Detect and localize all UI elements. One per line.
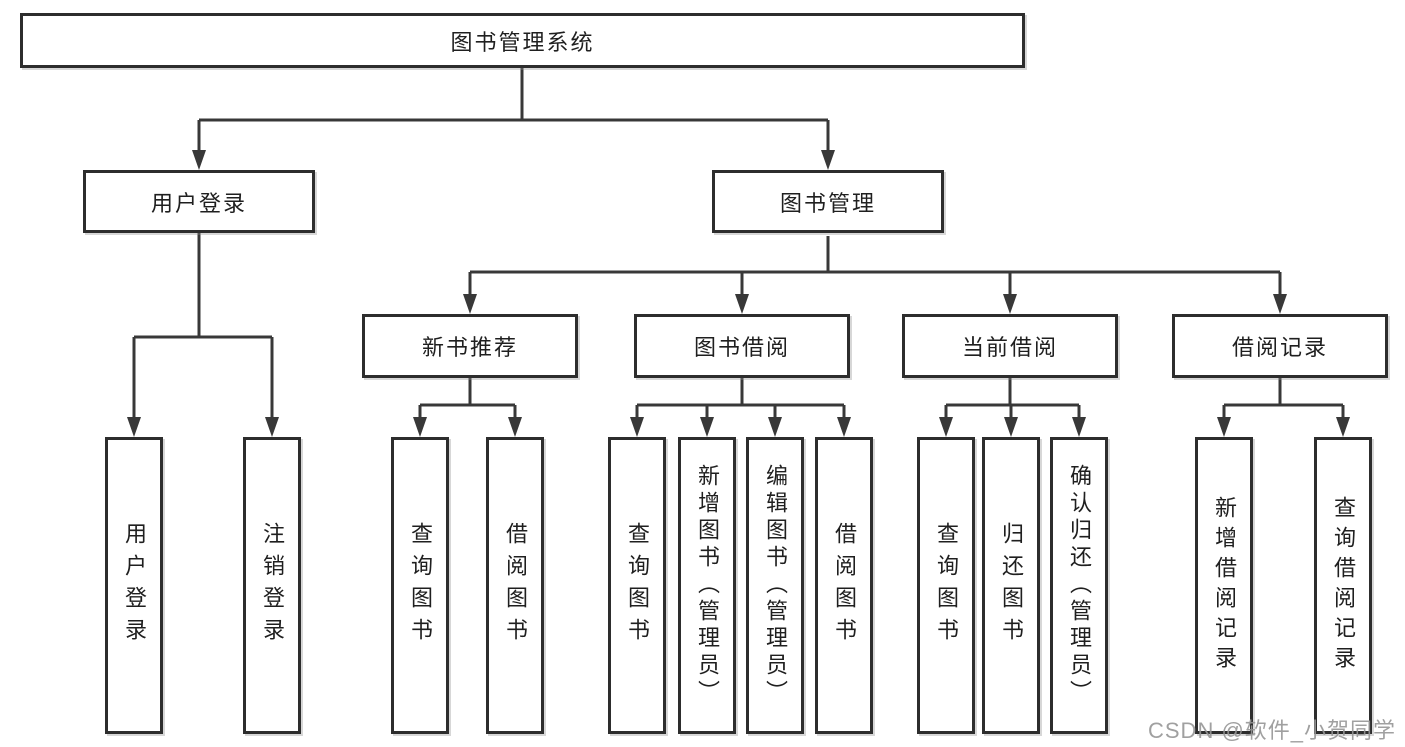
node-new-book-recommend: 新书推荐	[362, 314, 578, 378]
leaf-return-book: 归还图书	[982, 437, 1040, 734]
arrow-icon	[837, 417, 851, 437]
leaf-label: 新增借阅记录	[1212, 495, 1237, 676]
leaf-label: 注销登录	[260, 521, 285, 650]
arrow-icon	[508, 417, 522, 437]
arrow-icon	[192, 150, 206, 170]
watermark: CSDN @软件_小贺同学	[1148, 718, 1397, 743]
leaf-add-book-admin: 新增图书（管理员）	[678, 437, 736, 734]
arrow-icon	[735, 294, 749, 314]
arrow-icon	[1004, 417, 1018, 437]
leaf-label: 归还图书	[999, 521, 1024, 650]
arrow-icon	[768, 417, 782, 437]
leaf-edit-book-admin: 编辑图书（管理员）	[746, 437, 804, 734]
leaf-label: 新增图书（管理员）	[695, 464, 720, 707]
arrow-icon	[1273, 294, 1287, 314]
node-user-login: 用户登录	[83, 170, 315, 233]
arrow-icon	[265, 417, 279, 437]
leaf-logout: 注销登录	[243, 437, 301, 734]
arrow-icon	[413, 417, 427, 437]
leaf-label: 查询图书	[408, 521, 433, 650]
arrow-icon	[939, 417, 953, 437]
leaf-add-borrow-record: 新增借阅记录	[1195, 437, 1253, 734]
arrowhead-group	[127, 150, 1350, 437]
leaf-label: 用户登录	[122, 521, 147, 650]
arrow-icon	[463, 294, 477, 314]
leaf-borrow-books-borrow: 借阅图书	[815, 437, 873, 734]
arrow-icon	[1217, 417, 1231, 437]
leaf-label: 借阅图书	[832, 521, 857, 650]
leaf-label: 借阅图书	[503, 521, 528, 650]
leaf-label: 确认归还（管理员）	[1067, 464, 1092, 707]
arrow-icon	[821, 150, 835, 170]
leaf-label: 查询借阅记录	[1331, 495, 1356, 676]
arrow-icon	[127, 417, 141, 437]
node-label: 新书推荐	[421, 335, 518, 360]
node-book-borrow: 图书借阅	[634, 314, 850, 378]
arrow-icon	[1003, 294, 1017, 314]
arrow-icon	[1336, 417, 1350, 437]
leaf-query-books-current: 查询图书	[917, 437, 975, 734]
node-book-management: 图书管理	[712, 170, 944, 233]
leaf-borrow-books-recommend: 借阅图书	[486, 437, 544, 734]
leaf-label: 编辑图书（管理员）	[763, 464, 788, 707]
leaf-query-borrow-record: 查询借阅记录	[1314, 437, 1372, 734]
leaf-query-books-borrow: 查询图书	[608, 437, 666, 734]
node-current-borrow: 当前借阅	[902, 314, 1118, 378]
node-label: 图书管理系统	[450, 29, 595, 55]
arrow-icon	[1072, 417, 1086, 437]
leaf-label: 查询图书	[625, 521, 650, 650]
leaf-confirm-return-admin: 确认归还（管理员）	[1050, 437, 1108, 734]
leaf-user-login: 用户登录	[105, 437, 163, 734]
node-borrow-records: 借阅记录	[1172, 314, 1388, 378]
node-library-system: 图书管理系统	[20, 13, 1025, 68]
node-label: 用户登录	[150, 190, 247, 216]
leaf-query-books-recommend: 查询图书	[391, 437, 449, 734]
node-label: 图书借阅	[693, 335, 790, 360]
leaf-label: 查询图书	[934, 521, 959, 650]
arrow-icon	[630, 417, 644, 437]
node-label: 借阅记录	[1231, 335, 1328, 360]
node-label: 图书管理	[779, 190, 876, 216]
arrow-icon	[700, 417, 714, 437]
node-label: 当前借阅	[961, 335, 1058, 360]
